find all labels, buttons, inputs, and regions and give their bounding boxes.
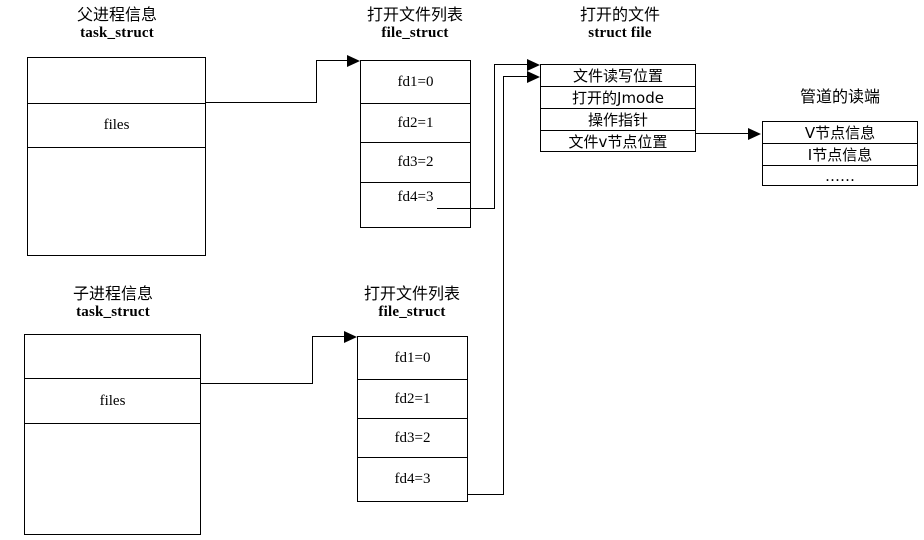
caption-parent-task-struct-cn: 父进程信息 [76,5,157,24]
struct-file-box: 文件读写位置 打开的Jmode 操作指针 文件v节点位置 [540,64,696,152]
caption-parent-task-struct: 父进程信息 task_struct [27,5,207,43]
struct-file-row-open-mode-label: 打开的Jmode [572,89,664,107]
fd-table-bottom-row-fd4-label: fd4=3 [394,471,431,487]
caption-child-task-struct-en: task_struct [76,303,150,320]
caption-openfile-en: struct file [588,24,652,41]
caption-child-task-struct: 子进程信息 task_struct [24,284,202,322]
caption-fdlist-top: 打开文件列表 file_struct [345,5,485,43]
pipe-read-end-box: V节点信息 I节点信息 …… [762,121,918,186]
parent-task-struct-box: files [27,57,206,256]
fd-table-top-row-fd3: fd3=2 [361,143,470,183]
fd-table-bottom-row-fd1: fd1=0 [358,337,467,380]
pipe-read-end-row-ellipsis: …… [763,166,917,186]
arrow-struct-file-to-pipe-read-end [748,128,761,140]
fd-table-bottom-row-fd3-label: fd3=2 [394,429,431,446]
caption-fdlist-top-cn: 打开文件列表 [366,5,463,24]
fd-table-top-row-fd3-label: fd3=2 [397,154,434,170]
connector-child-files-segment-v1 [312,336,313,384]
pipe-read-end-row-ellipsis-label: …… [825,167,855,185]
fd-table-top-row-fd4: fd4=3 [361,183,470,227]
fd-table-bottom-row-fd4: fd4=3 [358,458,467,501]
connector-parent-files-segment-v1 [316,60,317,103]
pipe-read-end-row-vnode-label: V节点信息 [804,124,876,142]
struct-file-row-vnode-position-label: 文件v节点位置 [568,133,668,151]
struct-file-row-op-pointer: 操作指针 [541,109,695,131]
pipe-read-end-row-inode: I节点信息 [763,144,917,166]
fd-table-top-row-fd1-label: fd1=0 [397,73,434,90]
pipe-read-end-row-inode-label: I节点信息 [807,146,873,164]
connector-fd4-bottom-segment-h2 [503,76,528,77]
caption-fdlist-bottom: 打开文件列表 file_struct [342,284,482,322]
connector-child-files-segment-h2 [312,336,345,337]
connector-fd4-bottom-segment-v1 [503,76,504,495]
caption-parent-task-struct-en: task_struct [80,24,154,41]
connector-fd4-top-segment-h1 [437,208,495,209]
arrow-child-files-to-fd-table-bottom [344,331,357,343]
struct-file-row-open-mode: 打开的Jmode [541,87,695,109]
struct-file-row-rw-position-label: 文件读写位置 [572,67,663,85]
child-task-struct-row-blank-bottom [25,424,200,534]
struct-file-row-rw-position: 文件读写位置 [541,65,695,87]
struct-file-row-op-pointer-label: 操作指针 [587,111,648,129]
parent-task-struct-row-blank-bottom [28,148,205,255]
caption-fdlist-bottom-cn: 打开文件列表 [363,284,460,303]
connector-child-files-segment-h1 [201,383,313,384]
pipe-read-end-row-vnode: V节点信息 [763,122,917,144]
connector-fd4-top-segment-h2 [494,64,528,65]
connector-struct-file-to-pipe-segment-h1 [696,133,750,134]
caption-openfile-cn: 打开的文件 [579,5,660,24]
fd-table-bottom-row-fd2-label: fd2=1 [394,390,431,407]
fd-table-top-box: fd1=0 fd2=1 fd3=2 fd4=3 [360,60,471,228]
fd-table-top-row-fd2: fd2=1 [361,104,470,143]
caption-pipe-read-end-cn: 管道的读端 [799,87,880,106]
connector-fd4-top-segment-v1 [494,64,495,209]
arrow-fd4-top-to-struct-file [527,59,540,71]
child-task-struct-box: files [24,334,201,535]
fd-table-bottom-row-fd3: fd3=2 [358,419,467,458]
child-task-struct-row-files: files [25,379,200,424]
fd-table-bottom-row-fd1-label: fd1=0 [394,349,431,366]
connector-fd4-bottom-segment-h1 [468,494,504,495]
fd-table-bottom-box: fd1=0 fd2=1 fd3=2 fd4=3 [357,336,468,502]
arrow-fd4-bottom-to-struct-file [527,71,540,83]
fd-table-top-row-fd2-label: fd2=1 [397,114,434,131]
child-task-struct-row-blank-top [25,335,200,379]
connector-parent-files-segment-h2 [316,60,348,61]
caption-fdlist-top-en: file_struct [381,24,449,41]
arrow-parent-files-to-fd-table-top [347,55,360,67]
parent-task-struct-row-files-label: files [103,117,130,133]
caption-fdlist-bottom-en: file_struct [378,303,446,320]
caption-child-task-struct-cn: 子进程信息 [72,284,153,303]
connector-parent-files-segment-h1 [206,102,316,103]
child-task-struct-row-files-label: files [99,392,126,409]
fd-table-top-row-fd4-label: fd4=3 [397,189,434,205]
fd-table-bottom-row-fd2: fd2=1 [358,380,467,419]
fd-table-top-row-fd1: fd1=0 [361,61,470,104]
caption-pipe-read-end: 管道的读端 [762,87,918,107]
parent-task-struct-row-files: files [28,104,205,148]
caption-openfile: 打开的文件 struct file [545,5,695,43]
parent-task-struct-row-blank-top [28,58,205,104]
struct-file-row-vnode-position: 文件v节点位置 [541,131,695,152]
